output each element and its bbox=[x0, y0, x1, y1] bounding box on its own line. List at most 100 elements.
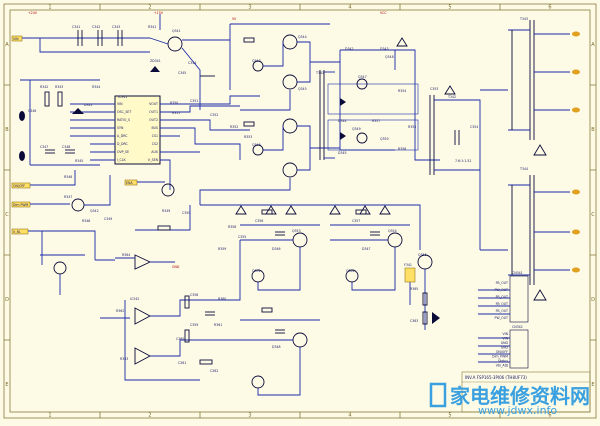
component-designator: Q344 bbox=[298, 35, 307, 39]
net-label: ENA bbox=[126, 181, 133, 185]
title-block: INV.A FSP165-3PI06 (TH8UF73) bbox=[461, 371, 591, 413]
component-designator: C354 bbox=[470, 125, 478, 129]
component-designator: R360 bbox=[218, 297, 226, 301]
frame-row-label: C bbox=[591, 212, 595, 218]
component-designator: C355 bbox=[238, 235, 246, 239]
transformer-stage bbox=[319, 49, 508, 251]
component-designator: D345 bbox=[338, 151, 347, 155]
component-designator: R349 bbox=[162, 209, 170, 213]
component-designator: R342 bbox=[40, 85, 48, 89]
component-designator: Q355 bbox=[418, 253, 427, 257]
connector-pin-label: FB_OUT bbox=[496, 309, 508, 313]
ic-pin-label-right: CS2 bbox=[152, 142, 158, 146]
component-designator: T341 bbox=[315, 71, 324, 75]
component-designator: R345 bbox=[75, 159, 83, 163]
component-designator: R359 bbox=[218, 247, 226, 251]
component-designator: D343 bbox=[380, 47, 389, 51]
connector-pin-label: VIN bbox=[502, 337, 508, 341]
ic-pin-label-right: V_SEN bbox=[148, 158, 159, 162]
frame-column-label: 4 bbox=[348, 413, 351, 419]
component-designator: C353 bbox=[430, 87, 438, 91]
connector-pin-label: GND bbox=[501, 346, 509, 350]
ic-pin-label-left: A_DRC bbox=[117, 134, 128, 138]
component-designator: R355 bbox=[408, 125, 416, 129]
ic-pin-label-left: OSC_SET bbox=[117, 110, 131, 114]
connector-pin-label: PW_OUT bbox=[495, 288, 509, 292]
connector-pin-label: Vbl_ADJ bbox=[496, 364, 508, 368]
component-designator: D341 bbox=[84, 103, 93, 107]
component-designator: C347 bbox=[40, 145, 48, 149]
component-designator: C344 bbox=[188, 61, 196, 65]
frame-row-label: B bbox=[591, 127, 595, 133]
component-designator: R350 bbox=[170, 101, 178, 105]
component-designator: Q351 bbox=[252, 269, 261, 273]
component-designator: C359 bbox=[190, 323, 198, 327]
component-designator: C358 bbox=[190, 293, 198, 297]
component-designator: C348 bbox=[62, 145, 70, 149]
component-designator: C363 bbox=[410, 319, 418, 323]
component-designator: R352 bbox=[230, 125, 238, 129]
frame-column-label: 3 bbox=[248, 413, 251, 419]
component-designator: R343 bbox=[55, 85, 63, 89]
connector-pin-label: FB_OUT bbox=[496, 281, 508, 285]
connectors bbox=[478, 275, 529, 369]
component-designator: R346 bbox=[64, 175, 72, 179]
output-transformers bbox=[508, 20, 580, 301]
frame-row-label: D bbox=[591, 297, 595, 303]
ic-pin-label-left: VIN bbox=[117, 102, 123, 106]
component-designator: C351 bbox=[190, 99, 198, 103]
connector-pin-label: ON/OFF bbox=[496, 350, 508, 354]
net-label: V_BL bbox=[13, 230, 21, 234]
component-designator: R354 bbox=[398, 89, 406, 93]
component-designator: C349 bbox=[104, 217, 112, 221]
component-designator: R344 bbox=[92, 85, 100, 89]
component-designator: ZD341 bbox=[150, 59, 161, 63]
component-designator: R357 bbox=[372, 119, 380, 123]
component-designator: D344 bbox=[338, 119, 347, 123]
component-designator: C343 bbox=[112, 25, 120, 29]
ic-pin-label-left: OVP_SE bbox=[117, 150, 129, 154]
component-designator: F341 bbox=[404, 263, 412, 267]
component-designator: C345 bbox=[178, 71, 186, 75]
ic-pin-label-right: OUT2 bbox=[149, 118, 158, 122]
frame-column-label: 5 bbox=[448, 413, 451, 419]
frame-column-label: 3 bbox=[248, 5, 251, 11]
component-designator: R351 bbox=[172, 111, 180, 115]
component-designator: R361 bbox=[214, 323, 222, 327]
ic-pin-label-left: SYN bbox=[117, 126, 124, 130]
component-designator: R358 bbox=[228, 225, 236, 229]
component-designator: CN341 bbox=[512, 271, 523, 275]
component-designator: R362 bbox=[116, 309, 124, 313]
component-designator: T343 bbox=[519, 17, 528, 21]
component-designator: C350 bbox=[182, 211, 190, 215]
ic-pin-label-right: AUX bbox=[151, 150, 159, 154]
component-designator: R353 bbox=[244, 135, 252, 139]
component-designator: D348 bbox=[272, 345, 281, 349]
component-designator: C342 bbox=[92, 25, 100, 29]
component-designator: C352 bbox=[210, 113, 218, 117]
feedback-section bbox=[11, 205, 215, 381]
component-designator: C346 bbox=[28, 109, 36, 113]
component-designator: IC342 bbox=[130, 297, 139, 301]
supply-rail-label: +15V bbox=[154, 11, 164, 15]
driver-stage bbox=[199, 23, 421, 250]
component-designator: D347 bbox=[362, 247, 371, 251]
connector-pin-label: GND bbox=[501, 341, 509, 345]
component-designator: D342 bbox=[345, 47, 354, 51]
ic-pin-label-right: CS1 bbox=[152, 134, 158, 138]
component-designator: Q346 bbox=[252, 143, 261, 147]
component-designator: Q348 bbox=[385, 55, 394, 59]
net-label: Dim PWM bbox=[13, 203, 29, 207]
frame-row-label: A bbox=[591, 42, 595, 48]
frame-row-label: E bbox=[591, 382, 594, 388]
connector-pin-label: FB_OUT bbox=[496, 302, 508, 306]
frame-column-label: 2 bbox=[148, 413, 151, 419]
component-designator: Q347 bbox=[358, 75, 367, 79]
component-designator: C362 bbox=[210, 369, 218, 373]
frame-column-label: 1 bbox=[48, 413, 51, 419]
